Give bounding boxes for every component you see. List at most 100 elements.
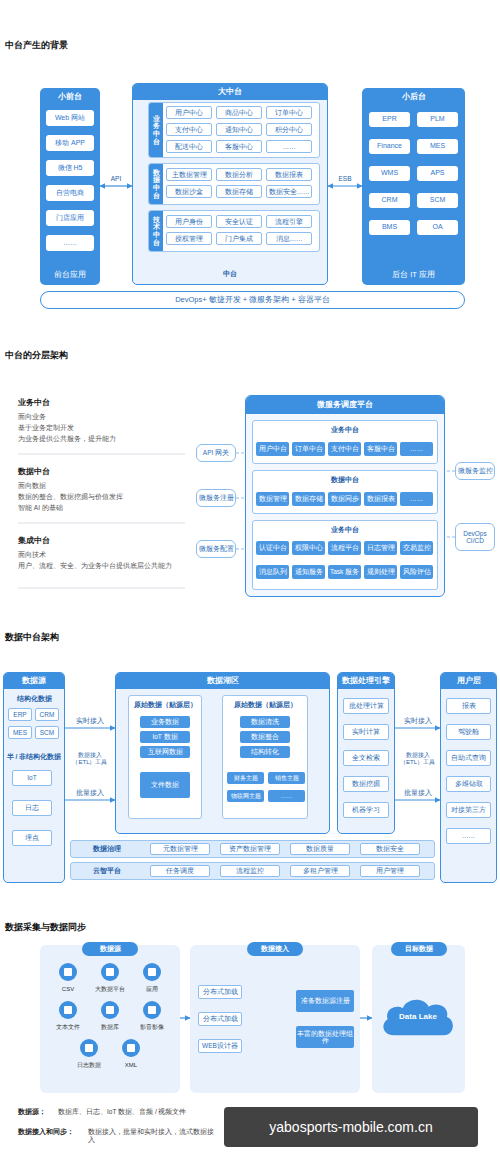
label-text: 数据接入（ETL）工具 [72,752,107,765]
text-block: 报表 [448,699,489,713]
text-block: 结构化数据 [4,693,64,705]
node-label: 通知服务 [295,568,323,575]
icon-badge [143,963,161,981]
node-label: 原始数据（贴源层） [234,701,297,709]
note-text: 为业务提供公共服务，提升能力 [18,435,183,443]
node-label: 数据安全 [376,845,404,852]
text-block: 订单中心 [268,107,310,118]
text-block: 日志 [14,801,50,815]
node-label: 消息…… [276,235,303,242]
label-text: 面向业务 [18,413,46,420]
text-block: 数据安全…… [268,186,310,197]
item-box: 机器学习 [343,802,389,818]
text-block: 小前台 [40,90,100,104]
text-block: 移动 APP [47,135,93,151]
node-label: 小前台 [58,92,82,101]
node-label: 数据治理 [93,845,121,853]
icon-glyph [106,968,114,976]
text-block: WMS [370,166,409,181]
item-box: 客服中心 [216,140,262,153]
text-block: …… [269,790,304,802]
text-block: Web 网站 [47,110,93,126]
node-label: 报表 [462,702,476,709]
source-icon: 数据库 [88,1000,132,1034]
node-label: 用户层 [457,677,481,686]
note-text: 用户、流程、安全、为业务中台提供底层公共能力 [18,562,186,570]
node-label: 数据接入 [261,945,289,953]
text-block: CRM [37,709,57,720]
item-box: OA [417,220,458,235]
text-block: 应用 [130,983,174,996]
node-label: 数据中台 [153,169,160,200]
label-text: 为业务提供公共服务，提升能力 [18,435,116,442]
node-label: WEB设计器 [202,1042,238,1049]
node-label: BMS [382,223,397,231]
icon-badge [101,1001,119,1019]
node-label: 微服务配置 [199,545,234,552]
text-block: 互联网数据 [141,746,189,758]
text-block: 数据治理 [71,841,143,857]
note-text: 面向数据 [18,482,183,490]
node-label: WMS [381,169,398,177]
node-label: DevOps+ 敏捷开发 + 微服务架构 + 容器平台 [175,296,330,305]
connector [65,727,115,728]
text-block: CRM [370,193,409,208]
node-label: 多维钻取 [455,780,483,787]
connector-label: 实时接入 [403,717,433,725]
node-label: 消息队列 [259,568,287,575]
connector-label: ESB [337,175,352,183]
node-label: 云智平台 [93,867,121,875]
text-block: 用户中台 [257,442,288,456]
text-block: 数据质量 [292,844,348,854]
text-block: 数据中台 [149,164,163,204]
section-title: 数据采集与数据同步 [5,922,205,933]
item-box: 风险评估 [400,565,433,579]
node-label: 批处理计算 [349,702,384,709]
label-text: 数据接入和同步： [18,1128,74,1135]
item-box: 丰富的数据处理组件 [296,1026,354,1048]
text-block: 主数据管理 [168,169,210,180]
item-box: 结构转化 [240,746,290,758]
item-box: 支付中台 [328,442,361,456]
connector-label: API [110,175,122,183]
connector [236,452,245,453]
label-text: 中台的分层架构 [5,350,68,360]
text-block: 原始数据（贴源层） [223,698,307,712]
node-label: 埋点 [25,834,39,841]
text-block: 原始数据（贴源层） [129,698,201,712]
cloud-shape: Data Lake [380,995,456,1039]
text-block: 业务中台 [253,523,437,537]
item-box: SCM [417,193,458,208]
connector [445,470,455,471]
node-label: 数据源 [22,677,46,686]
label-text: 数据的整合、数据挖掘与价值发挥 [18,493,123,500]
text-block: 实时计算 [345,725,387,739]
note-text: 数据接入，批量和实时接入，流式数据接入 [88,1128,220,1144]
item-box: WMS [369,166,410,181]
text-block: 业务中台 [253,423,437,437]
icon-badge [101,963,119,981]
text-block: 文本文件 [46,1021,90,1034]
icon-badge [59,963,77,981]
node-label: Web 网站 [55,114,85,122]
node-label: 自助式查询 [451,754,486,761]
text-block: 目标数据 [391,942,447,956]
node-label: 流程监控 [236,867,264,874]
label-text: 面向技术 [18,551,46,558]
node-label: IoT [27,774,36,781]
item-box: 配送中心 [166,140,212,153]
item-box: 互联网数据 [140,746,190,758]
connector [445,536,455,537]
item-box: 数据沙盒 [166,185,212,198]
item-box: EPR [369,112,410,127]
connector [360,1017,372,1018]
node-note: 结构化数据 [17,695,52,702]
text-block: 业务数据 [141,716,189,728]
label-text: 数据库、日志、IoT 数据、音频 / 视频文件 [58,1108,187,1115]
separator-line [18,523,185,524]
node-label: 配送中心 [175,143,203,150]
item-box: 数据报表 [364,492,397,506]
item-box: 用户管理 [360,865,420,877]
separator-line [18,454,185,455]
text-block: 资产数据管理 [222,844,278,854]
